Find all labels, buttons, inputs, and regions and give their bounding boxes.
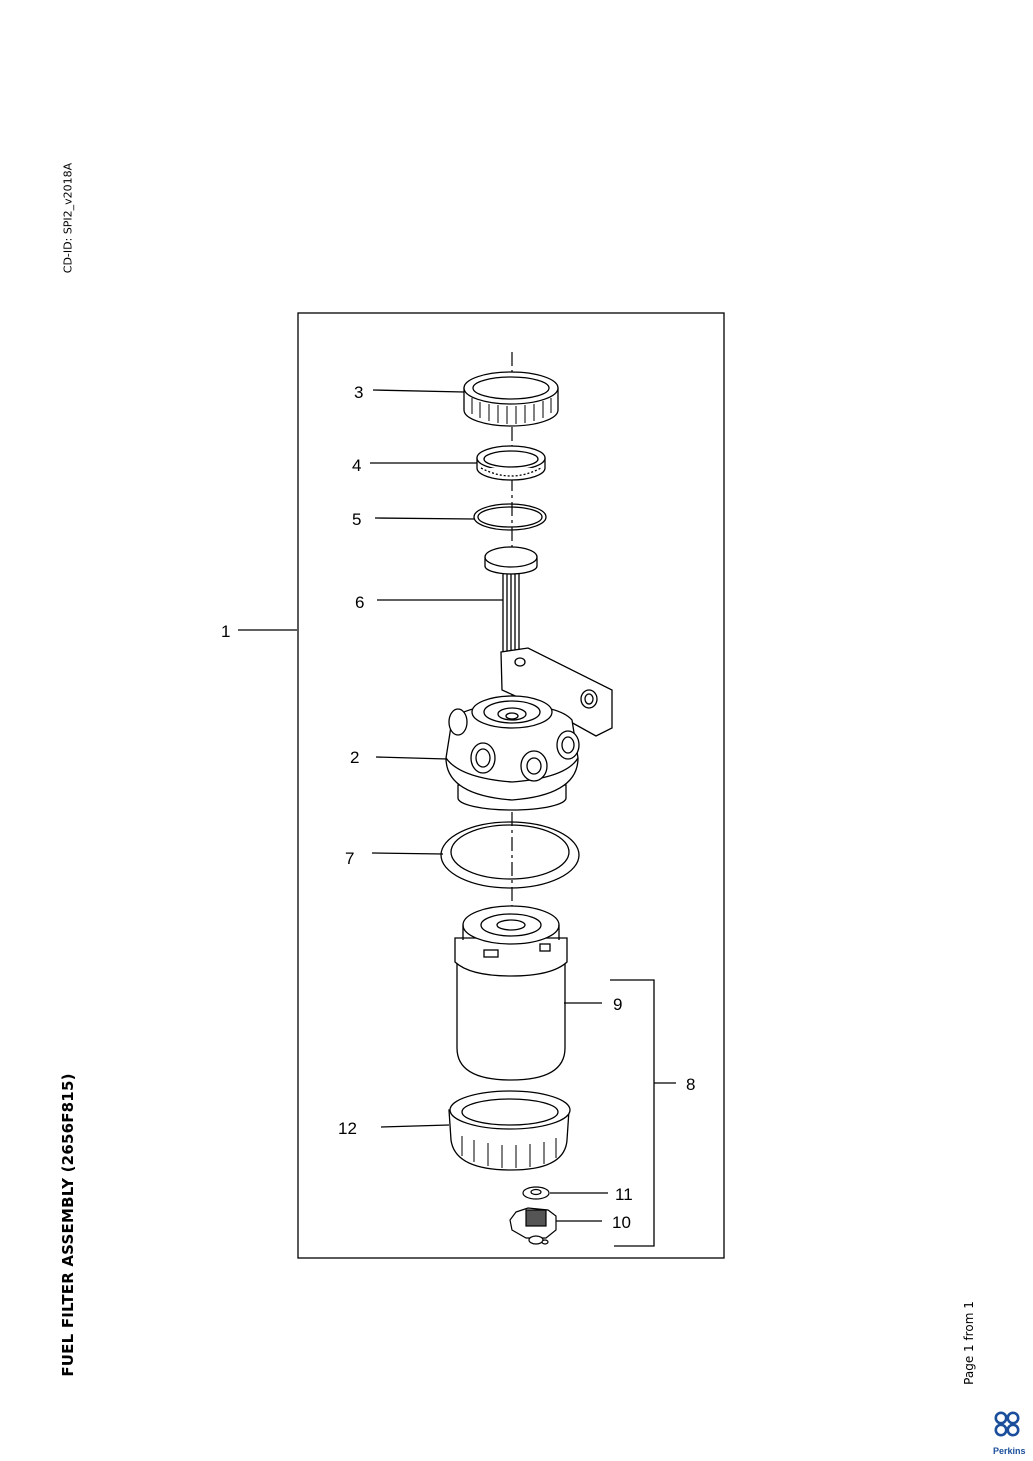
- part-bowl-nut: [448, 1090, 571, 1171]
- callout-7: 7: [345, 849, 354, 868]
- part-filter-element: [454, 905, 568, 1081]
- part-vent-screw: [484, 546, 538, 657]
- callout-leaders: [238, 389, 676, 1247]
- callout-2: 2: [350, 748, 359, 767]
- part-washer: [522, 1186, 550, 1200]
- part-retaining-ring: [476, 445, 546, 481]
- part-drain-plug: [509, 1207, 557, 1245]
- diagram-frame: [297, 312, 725, 1259]
- callout-6: 6: [355, 593, 364, 612]
- callout-1: 1: [221, 622, 230, 641]
- part-nut-ring: [463, 371, 559, 427]
- callout-8: 8: [686, 1075, 695, 1094]
- callout-10: 10: [612, 1213, 631, 1232]
- part-o-ring-small: [473, 503, 547, 531]
- callout-11: 11: [615, 1185, 633, 1204]
- part-filter-head: [445, 647, 613, 811]
- part-sealing-ring: [440, 821, 580, 889]
- perkins-logo: Perkins: [993, 1411, 1026, 1456]
- callout-12: 12: [338, 1119, 357, 1138]
- callout-5: 5: [352, 510, 361, 529]
- callout-3: 3: [354, 383, 363, 402]
- callout-4: 4: [352, 456, 361, 475]
- brand-name: Perkins: [993, 1446, 1026, 1456]
- callout-9: 9: [613, 995, 622, 1014]
